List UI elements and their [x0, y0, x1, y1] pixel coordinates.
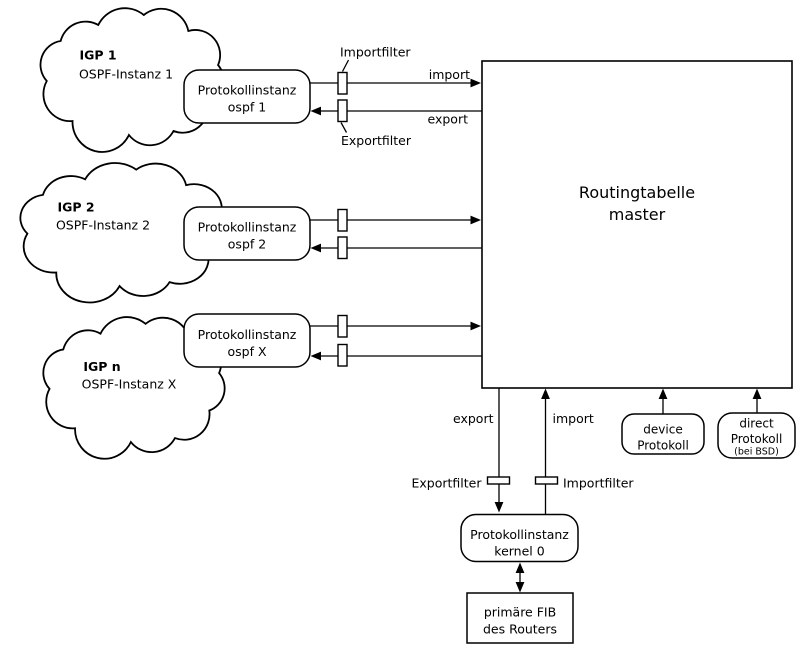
export-arrowhead-2: [310, 243, 321, 253]
import-arrowhead-2: [470, 215, 481, 225]
cloud-2-subtitle: OSPF-Instanz 2: [56, 218, 150, 233]
importfilter-tick: [341, 59, 350, 72]
import-filter-bar-bottom: [534, 476, 559, 485]
protocol-box-ospf-1-line2: ospf 1: [228, 100, 266, 115]
import-label-bottom: import: [553, 411, 594, 426]
protocol-box-ospf-x-line2: ospf X: [227, 344, 266, 359]
kernel-protocol-line1: Protokollinstanz: [470, 527, 569, 542]
fib-line2: des Routers: [483, 622, 557, 637]
device-protocol-line1: device: [643, 423, 682, 437]
cloud-3-title: IGP n: [83, 359, 120, 374]
protocol-box-ospf-2: [183, 206, 311, 261]
exportfilter-tick: [340, 122, 348, 133]
import-arrowhead-bottom: [541, 388, 550, 399]
routing-table-line2: master: [609, 205, 666, 224]
device-protocol-box: [621, 413, 705, 455]
import-arrowhead-1: [470, 78, 481, 88]
protocol-box-ospf-1: [183, 69, 311, 124]
exportfilter-label-bottom: Exportfilter: [412, 476, 483, 491]
export-filter-bar-2: [337, 236, 348, 260]
export-filter-bar-bottom: [486, 476, 511, 485]
protocol-box-ospf-x: [183, 313, 311, 368]
device-protocol-line2: Protokoll: [637, 439, 689, 453]
fib-box: [466, 592, 574, 644]
protocol-box-ospf-x-line1: Protokollinstanz: [198, 327, 297, 342]
cloud-1-subtitle: OSPF-Instanz 1: [79, 67, 173, 82]
protocol-box-ospf-1-line1: Protokollinstanz: [198, 83, 297, 98]
export-arrowhead-1: [310, 106, 321, 116]
device-protocol-arrowhead: [658, 388, 668, 399]
import-label-top: import: [429, 67, 470, 82]
protocol-box-ospf-2-line1: Protokollinstanz: [198, 220, 297, 235]
direct-protocol-box: [717, 412, 796, 459]
direct-protocol-arrowhead: [752, 388, 762, 399]
export-arrowhead-3: [310, 351, 321, 361]
import-filter-bar-2: [337, 208, 348, 232]
protocol-box-ospf-2-line2: ospf 2: [228, 237, 266, 252]
import-arrowhead-3: [470, 321, 481, 331]
cloud-1-title: IGP 1: [79, 48, 116, 63]
routing-table-box: [481, 60, 793, 389]
cloud-igp-2: [20, 163, 225, 302]
cloud-3-subtitle: OSPF-Instanz X: [82, 377, 177, 392]
exportfilter-label-top: Exportfilter: [341, 133, 412, 148]
import-filter-bar-3: [337, 314, 348, 338]
routing-table-line1: Routingtabelle: [579, 183, 695, 202]
export-arrowhead-bottom: [494, 502, 504, 513]
cloud-igp-1: [40, 8, 223, 152]
importfilter-label-top: Importfilter: [340, 45, 411, 60]
kernel-fib-arrowhead-down: [515, 582, 525, 593]
direct-protocol-line2: Protokoll: [731, 432, 783, 446]
kernel-protocol-box: [460, 513, 579, 563]
import-filter-bar-1: [337, 71, 348, 95]
fib-line1: primäre FIB: [484, 605, 556, 620]
direct-protocol-line3: (bei BSD): [734, 447, 779, 458]
kernel-protocol-line2: kernel 0: [494, 544, 544, 559]
export-label-top: export: [428, 112, 469, 127]
export-filter-bar-1: [337, 99, 348, 123]
kernel-fib-arrowhead-up: [515, 562, 525, 573]
importfilter-label-bottom: Importfilter: [563, 476, 634, 491]
direct-protocol-line1: direct: [739, 417, 774, 431]
cloud-2-title: IGP 2: [57, 200, 94, 215]
export-label-bottom: export: [453, 411, 494, 426]
export-filter-bar-3: [337, 343, 348, 367]
